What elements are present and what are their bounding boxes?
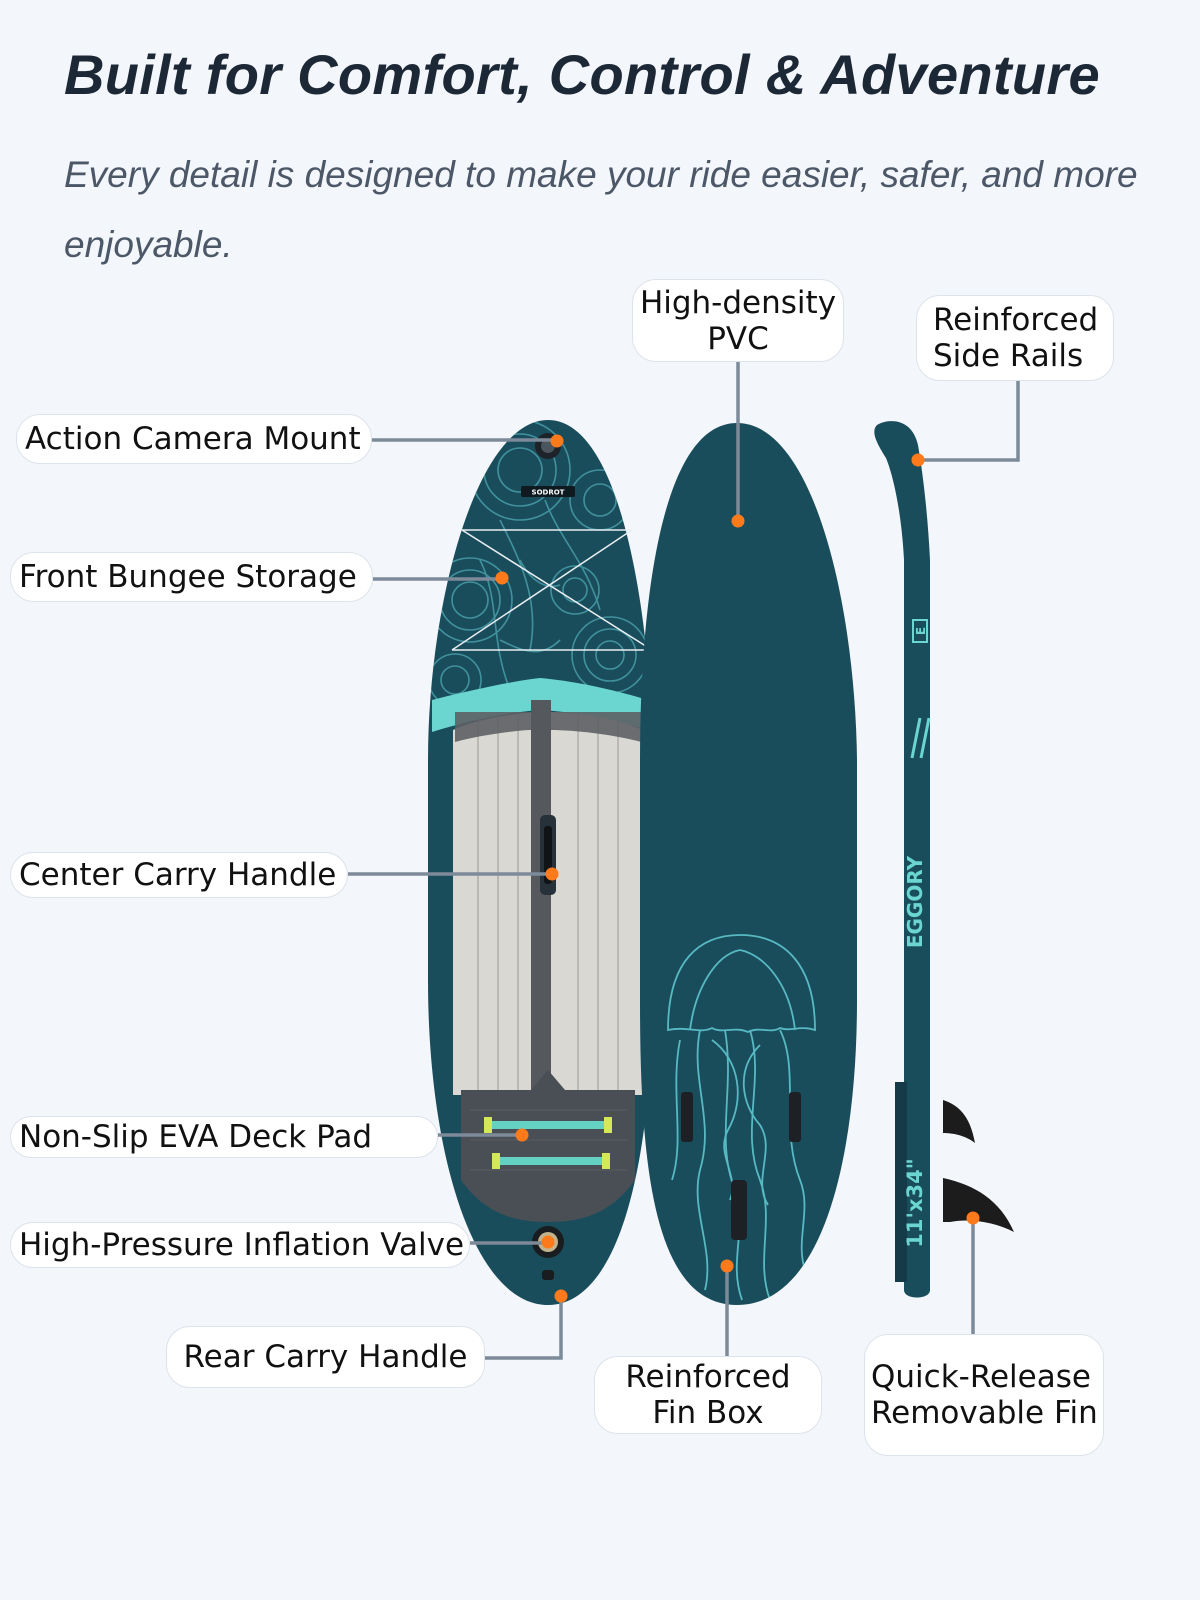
- side-fin-box-left: [681, 1092, 693, 1142]
- side-stripe-1: [910, 717, 922, 759]
- callout-fin-box-line-2: Fin Box: [652, 1395, 764, 1431]
- board-bottom-view: [640, 423, 857, 1305]
- deck-pad-center-seam: [531, 700, 551, 1095]
- marker-fin: [966, 1211, 980, 1225]
- tail-kick-pad: [461, 1070, 635, 1222]
- board-top-view: SODROT: [428, 420, 653, 1305]
- callout-non-slip-eva-deck-pad: Non-Slip EVA Deck Pad: [10, 1116, 438, 1158]
- feature-markers: [495, 434, 980, 1303]
- callout-rear-carry-handle: Rear Carry Handle: [166, 1326, 485, 1388]
- callout-front-bungee-storage: Front Bungee Storage: [10, 552, 373, 602]
- callout-quick-release-removable-fin: Quick-Release Removable Fin: [864, 1334, 1104, 1456]
- marker-pvc: [731, 514, 745, 528]
- page-title: Built for Comfort, Control & Adventure: [64, 43, 1100, 106]
- callout-fin-box-line-1: Reinforced: [625, 1359, 791, 1395]
- leader-lines: [348, 362, 1020, 1360]
- callout-high-density-pvc-line-1: High-density: [639, 284, 837, 321]
- page-subtitle: Every detail is designed to make your ri…: [64, 154, 1138, 265]
- marker-side-rails: [911, 453, 925, 467]
- deck-stripe-upper: [488, 1121, 608, 1129]
- side-fin-box-right: [789, 1092, 801, 1142]
- callout-reinforced-fin-box: Reinforced Fin Box: [594, 1356, 822, 1434]
- removable-fin: [943, 1178, 1014, 1232]
- center-fin-box: [731, 1180, 747, 1240]
- callout-high-pressure-inflation-valve: High-Pressure Inflation Valve: [10, 1222, 470, 1268]
- side-brand-text: EGGORY: [903, 855, 927, 948]
- callout-fin-line-1: Quick-Release: [871, 1359, 1091, 1395]
- side-size-text: 11'x34": [903, 1158, 927, 1247]
- side-stripe-2: [919, 717, 931, 759]
- side-logo-text: E: [914, 627, 928, 635]
- marker-camera-mount: [550, 434, 564, 448]
- callout-side-rails-line-2: Side Rails: [933, 338, 1084, 374]
- deck-stripe-lower: [496, 1157, 606, 1165]
- board-side-view: E EGGORY 11'x34": [874, 421, 1014, 1298]
- callout-center-carry-handle: Center Carry Handle: [10, 852, 348, 898]
- deck-pad-grooves: [477, 713, 619, 1090]
- callout-high-density-pvc: High-density PVC: [632, 279, 844, 362]
- callout-action-camera-mount: Action Camera Mount: [16, 414, 372, 464]
- callout-fin-line-2: Removable Fin: [871, 1395, 1098, 1431]
- side-logo-box: [912, 619, 928, 643]
- callout-reinforced-side-rails: Reinforced Side Rails: [916, 295, 1114, 381]
- rear-carry-handle: [542, 1270, 554, 1280]
- marker-deck-pad: [515, 1128, 529, 1142]
- deck-brand-text: SODROT: [532, 489, 565, 497]
- marker-valve: [541, 1235, 555, 1249]
- callout-high-density-pvc-line-2: PVC: [707, 320, 769, 357]
- callout-side-rails-line-1: Reinforced: [933, 302, 1099, 338]
- marker-bungee: [495, 571, 509, 585]
- marker-carry-handle: [545, 867, 559, 881]
- marker-rear-handle: [554, 1289, 568, 1303]
- marker-fin-box: [720, 1259, 734, 1273]
- deck-brand-plate: [521, 486, 575, 497]
- side-fin: [943, 1100, 975, 1143]
- bungee-cords: [451, 529, 653, 651]
